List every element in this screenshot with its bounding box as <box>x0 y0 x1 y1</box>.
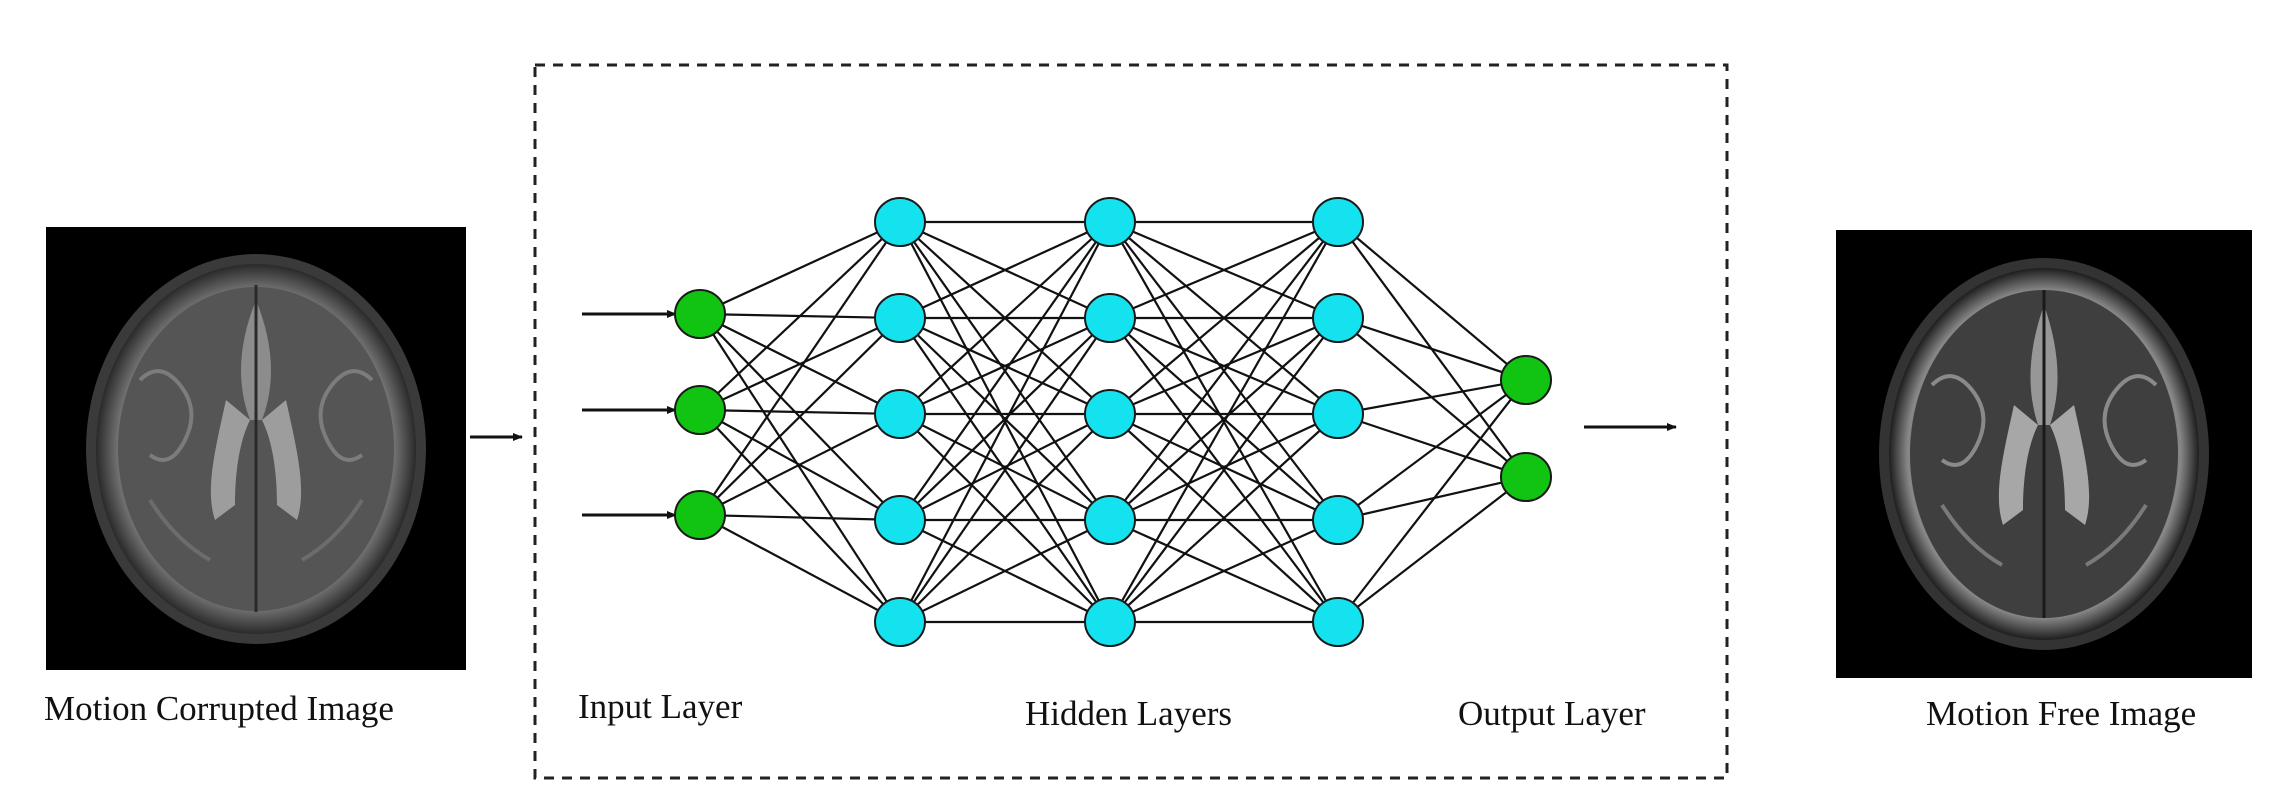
connection-hidden-1-2-to-hidden-2-1 <box>899 220 1111 320</box>
connection-input-2-to-hidden-1-2 <box>699 317 901 411</box>
connection-hidden-1-3-to-hidden-2-1 <box>899 221 1111 415</box>
connection-hidden-1-4-to-hidden-2-2 <box>899 317 1111 521</box>
connection-hidden-1-4-to-hidden-2-1 <box>899 221 1111 521</box>
connection-hidden-2-5-to-hidden-3-2 <box>1109 317 1339 623</box>
hidden-2-node-4 <box>1084 495 1136 545</box>
connection-input-3-to-hidden-1-1 <box>699 221 901 516</box>
left-mri-image <box>46 227 466 670</box>
right-image-caption: Motion Free Image <box>1926 694 2196 733</box>
hidden-1-node-3 <box>874 389 926 439</box>
connection-input-3-to-hidden-1-2 <box>699 317 901 516</box>
hidden-3-node-5 <box>1312 597 1364 647</box>
hidden-3-node-2 <box>1312 293 1364 343</box>
connection-hidden-3-3-to-output-2 <box>1337 412 1527 479</box>
connection-input-2-to-hidden-1-5 <box>699 409 901 623</box>
connection-hidden-1-4-to-hidden-2-3 <box>899 413 1111 521</box>
input-node-3 <box>674 490 726 540</box>
connection-hidden-2-5-to-hidden-3-1 <box>1109 221 1339 623</box>
network-boundary-box <box>533 63 1729 780</box>
hidden-2-node-3 <box>1084 389 1136 439</box>
connection-hidden-2-4-to-hidden-3-1 <box>1109 221 1339 521</box>
connection-hidden-2-4-to-hidden-3-3 <box>1109 413 1339 521</box>
hidden-1-node-2 <box>874 293 926 343</box>
connection-hidden-3-5-to-output-2 <box>1337 476 1527 623</box>
hidden-2-node-2 <box>1084 293 1136 343</box>
hidden-layers-label: Hidden Layers <box>1025 694 1232 733</box>
input-node-1 <box>674 289 726 339</box>
network-nodes <box>674 197 1552 647</box>
connection-input-3-to-hidden-1-4 <box>699 513 901 522</box>
left-image-caption: Motion Corrupted Image <box>44 689 394 728</box>
connection-hidden-3-5-to-output-1 <box>1337 379 1527 623</box>
output-node-1 <box>1500 355 1552 405</box>
connection-hidden-1-5-to-hidden-2-1 <box>899 221 1111 623</box>
connection-hidden-2-5-to-hidden-3-3 <box>1109 413 1339 623</box>
connection-hidden-3-4-to-output-1 <box>1337 379 1527 521</box>
hidden-2-node-5 <box>1084 597 1136 647</box>
output-node-2 <box>1500 452 1552 502</box>
connection-hidden-1-3-to-hidden-2-2 <box>899 316 1111 416</box>
connection-hidden-3-2-to-output-1 <box>1337 316 1527 382</box>
connection-input-3-to-hidden-1-5 <box>699 514 901 623</box>
connection-hidden-1-5-to-hidden-2-4 <box>899 519 1111 623</box>
network-connections <box>699 220 1527 624</box>
hidden-3-node-1 <box>1312 197 1364 247</box>
connection-hidden-2-3-to-hidden-3-2 <box>1109 316 1339 416</box>
hidden-2-node-1 <box>1084 197 1136 247</box>
connection-hidden-3-4-to-output-2 <box>1337 475 1527 522</box>
hidden-3-node-4 <box>1312 495 1364 545</box>
connection-hidden-2-2-to-hidden-3-1 <box>1109 220 1339 320</box>
connection-input-3-to-hidden-1-3 <box>699 413 901 516</box>
connection-hidden-3-3-to-output-1 <box>1337 378 1527 416</box>
hidden-1-node-5 <box>874 597 926 647</box>
output-layer-label: Output Layer <box>1458 694 1646 733</box>
input-node-2 <box>674 385 726 435</box>
hidden-3-node-3 <box>1312 389 1364 439</box>
hidden-1-node-1 <box>874 197 926 247</box>
connection-hidden-2-5-to-hidden-3-4 <box>1109 518 1339 624</box>
connection-input-1-to-hidden-1-5 <box>699 313 901 623</box>
connection-input-1-to-hidden-1-1 <box>699 221 901 315</box>
input-layer-label: Input Layer <box>578 687 743 726</box>
connection-hidden-2-3-to-hidden-3-1 <box>1109 221 1339 415</box>
connection-hidden-2-4-to-hidden-3-2 <box>1109 317 1339 521</box>
connection-hidden-1-5-to-hidden-2-2 <box>899 317 1111 623</box>
right-mri-image <box>1836 230 2252 678</box>
hidden-1-node-4 <box>874 495 926 545</box>
connection-hidden-3-1-to-output-1 <box>1337 221 1527 381</box>
connection-input-2-to-hidden-1-1 <box>699 221 901 411</box>
connection-hidden-1-5-to-hidden-2-3 <box>899 413 1111 623</box>
connection-input-2-to-hidden-1-3 <box>699 408 901 416</box>
